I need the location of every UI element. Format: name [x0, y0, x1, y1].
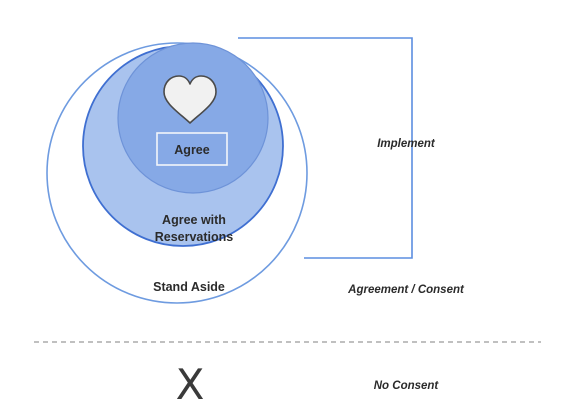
agreement-consent-label: Agreement / Consent: [347, 284, 465, 296]
heart-icon: [163, 75, 217, 124]
x-mark-icon: X: [176, 360, 205, 409]
no-consent-label: No Consent: [374, 380, 440, 392]
agree-label-box: [156, 132, 228, 166]
agree-with-reservations-label-line1: Agree with: [162, 213, 226, 227]
implement-bracket: [238, 37, 413, 259]
agree-label: Agree: [174, 143, 209, 157]
stand-aside-label: Stand Aside: [153, 280, 225, 294]
agree-with-reservations-label-line2: Reservations: [155, 230, 234, 244]
implement-label: Implement: [377, 138, 436, 150]
